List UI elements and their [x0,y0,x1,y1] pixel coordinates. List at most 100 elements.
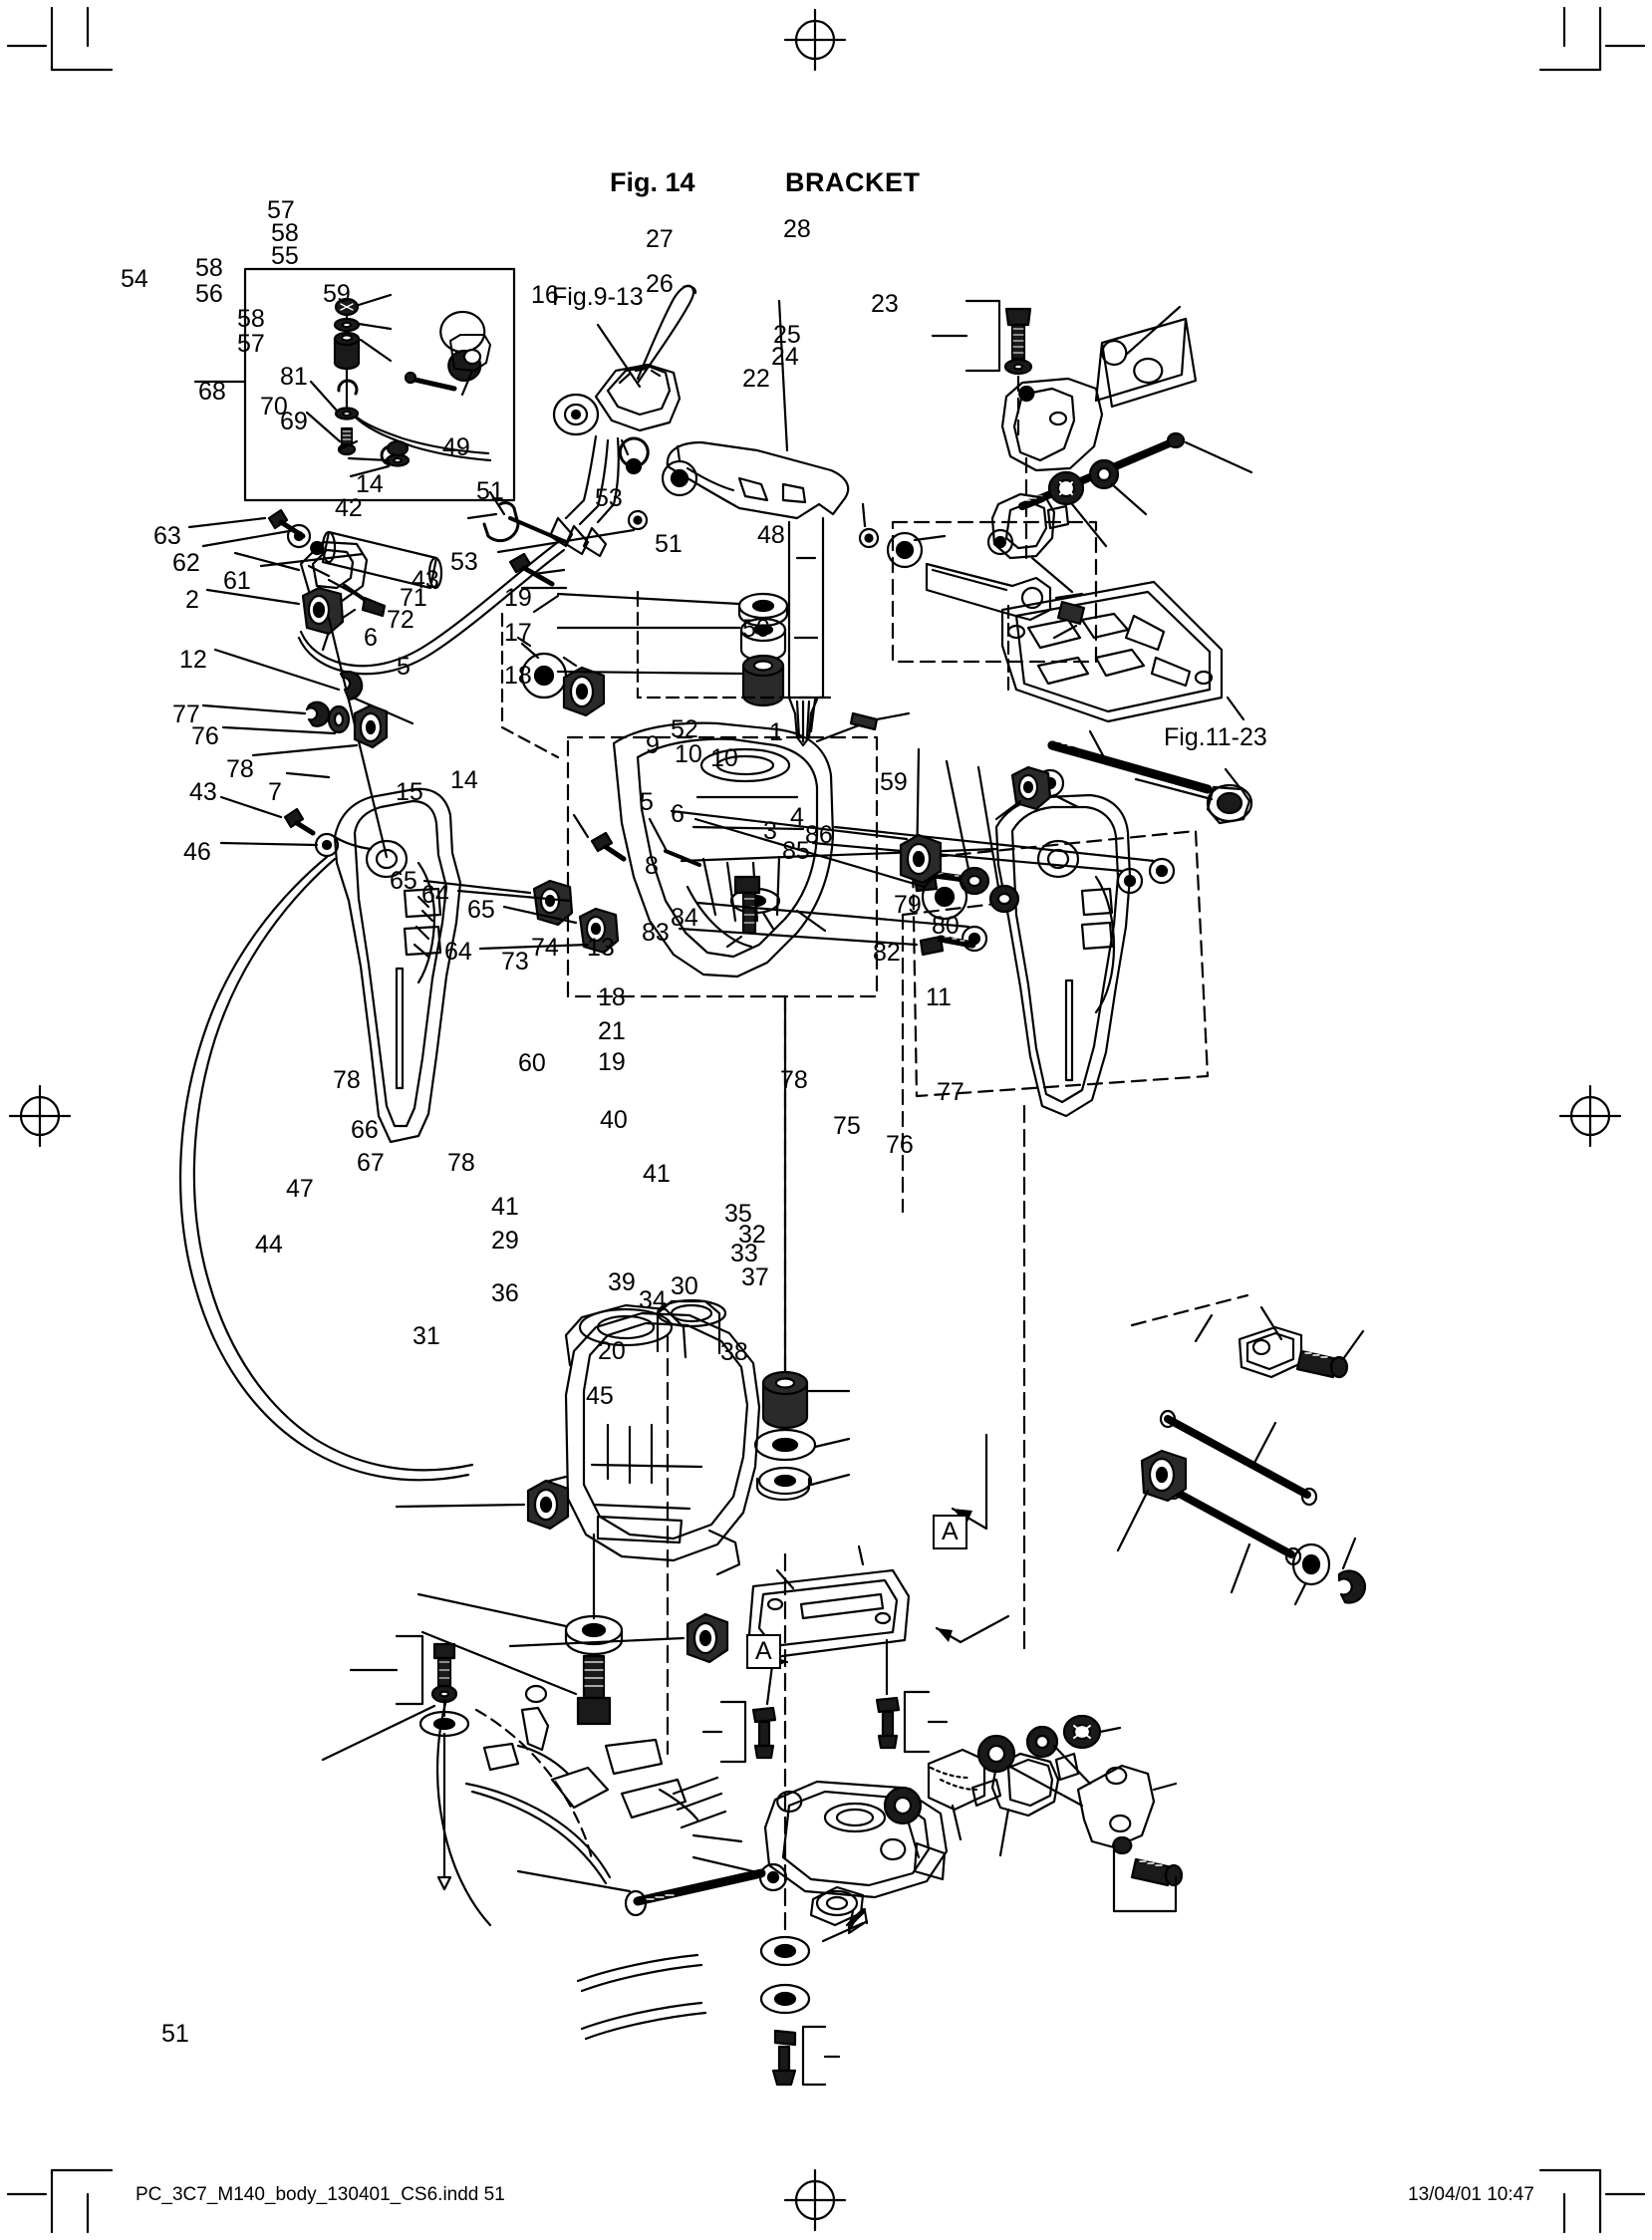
part-callout-46: 46 [183,838,211,866]
section-mark-a-lower: A [746,1634,781,1669]
link-plate-40 [701,1544,949,1764]
part-callout-36: 36 [491,1279,519,1307]
tilt-rod-assembly [815,502,1098,743]
part-callout-10: 10 [675,740,702,768]
part-callout-12: 12 [179,646,207,674]
part-callout-50: 50 [742,615,770,643]
part-callout-78: 78 [780,1066,808,1094]
part-callout-67: 67 [357,1149,385,1177]
part-callout-74: 74 [531,934,559,962]
part-callout-58: 58 [271,219,299,247]
part-callout-43: 43 [412,566,439,594]
part-callout-30: 30 [671,1272,698,1300]
part-callout-24: 24 [771,343,799,371]
lower-unit-block [1000,580,1245,723]
part-callout-52: 52 [671,715,698,743]
part-callout-57: 57 [237,330,265,358]
part-callout-56: 56 [195,280,223,308]
part-callout-61: 61 [223,567,251,595]
page-number: 51 [161,2020,189,2048]
lower-cowl-44 [321,1634,727,1927]
part-callout-53: 53 [595,484,623,512]
part-callout-40: 40 [600,1106,628,1134]
part-callout-6: 6 [671,800,685,828]
part-callout-18: 18 [598,983,626,1011]
reference-fig-11-23: Fig.11-23 [1164,723,1267,751]
part-callout-76: 76 [886,1131,914,1159]
part-callout-64: 64 [444,938,472,966]
part-callout-23: 23 [871,290,899,318]
part-callout-29: 29 [491,1227,519,1255]
part-callout-10: 10 [710,744,738,772]
part-callout-54: 54 [121,265,148,293]
footer-timestamp: 13/04/01 10:47 [1408,2184,1534,2205]
part-callout-4: 4 [790,803,804,831]
part-callout-16: 16 [531,281,559,309]
figure-label: Fig. 14 [610,167,695,197]
part-callout-25: 25 [773,321,801,349]
part-callout-21: 21 [598,1017,626,1045]
part-callout-51: 51 [476,477,504,505]
registration-target-left [8,1084,72,1148]
part-callout-6: 6 [364,624,378,652]
crop-mark-top-right [1538,6,1646,72]
part-callout-7: 7 [268,778,282,806]
part-callout-34: 34 [639,1286,667,1314]
right-side-hardware [1116,1293,1367,1606]
cable-clamp-assembly [233,540,387,652]
part-callout-77: 77 [937,1078,964,1106]
part-callout-55: 55 [271,242,299,270]
reference-fig-9-13: Fig.9-13 [552,283,644,311]
crop-mark-bottom-left [6,2168,114,2234]
part-callout-85: 85 [782,837,810,865]
part-callout-20: 20 [598,1337,626,1365]
part-callout-17: 17 [504,619,532,647]
part-callout-49: 49 [442,433,470,461]
part-callout-78: 78 [226,755,254,783]
part-callout-43: 43 [189,778,217,806]
registration-target-right [1558,1084,1622,1148]
part-callout-51: 51 [655,530,683,558]
part-callout-65: 65 [390,867,417,895]
part-callout-14: 14 [356,470,384,498]
part-callout-11: 11 [926,983,952,1011]
part-callout-72: 72 [387,606,414,634]
part-callout-32: 32 [738,1221,766,1249]
part-callout-41: 41 [491,1193,519,1221]
part-callout-59: 59 [880,768,908,796]
part-callout-78: 78 [447,1149,475,1177]
part-callout-37: 37 [741,1263,769,1291]
part-callout-83: 83 [642,919,670,947]
part-callout-73: 73 [501,948,529,976]
part-callout-70: 70 [260,393,288,420]
part-callout-63: 63 [153,522,181,550]
part-callout-19: 19 [504,584,532,612]
part-callout-33: 33 [730,1240,758,1267]
part-callout-18: 18 [504,662,532,690]
part-callout-2: 2 [185,586,199,614]
part-callout-15: 15 [396,778,423,806]
part-callout-69: 69 [280,408,308,435]
part-callout-80: 80 [932,912,960,940]
part-callout-19: 19 [598,1048,626,1076]
part-callout-35: 35 [724,1200,752,1228]
part-callout-71: 71 [400,584,427,612]
upper-mount-assembly [931,299,1253,594]
part-callout-26: 26 [646,270,674,298]
part-callout-78: 78 [333,1066,361,1094]
part-callout-22: 22 [742,365,770,393]
section-mark-a-upper: A [933,1515,967,1549]
part-callout-81: 81 [280,363,308,391]
part-callout-58: 58 [195,254,223,282]
part-callout-86: 86 [805,821,833,849]
figure-title: BRACKET [785,167,921,197]
part-callout-5: 5 [397,653,411,681]
part-callout-14: 14 [450,766,478,794]
part-callout-38: 38 [720,1338,748,1366]
part-callout-13: 13 [587,934,615,962]
part-callout-9: 9 [646,731,660,759]
part-callout-58: 58 [237,305,265,333]
crop-mark-top-left [6,6,114,72]
part-callout-41: 41 [643,1160,671,1188]
part-callout-79: 79 [894,891,922,919]
